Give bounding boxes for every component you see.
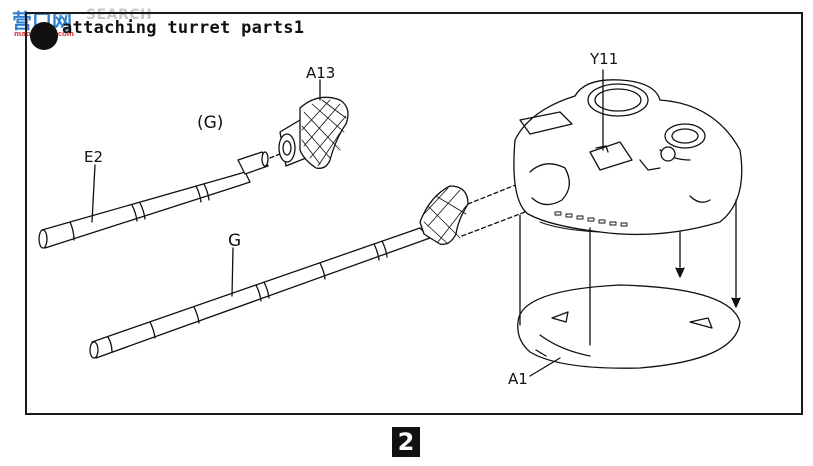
label-a13: A13 [306,64,335,82]
step-number: 2 [392,427,420,457]
mantlet-a13 [278,79,349,169]
turret [513,69,743,236]
label-g: G [228,231,241,251]
label-g-paren: (G) [197,113,223,133]
label-a1: A1 [508,370,528,388]
page-title: attaching turret parts1 [62,18,305,38]
diagram-frame [25,12,803,415]
label-y11: Y11 [589,50,618,68]
watermark-brand-en: SEARCH [86,7,153,23]
hull-ring-a1 [517,284,741,369]
label-e2: E2 [84,148,103,166]
barrel-g [89,227,431,359]
barrel-e2 [38,151,269,249]
step-badge-icon [30,22,58,50]
mantlet-g [419,185,469,245]
